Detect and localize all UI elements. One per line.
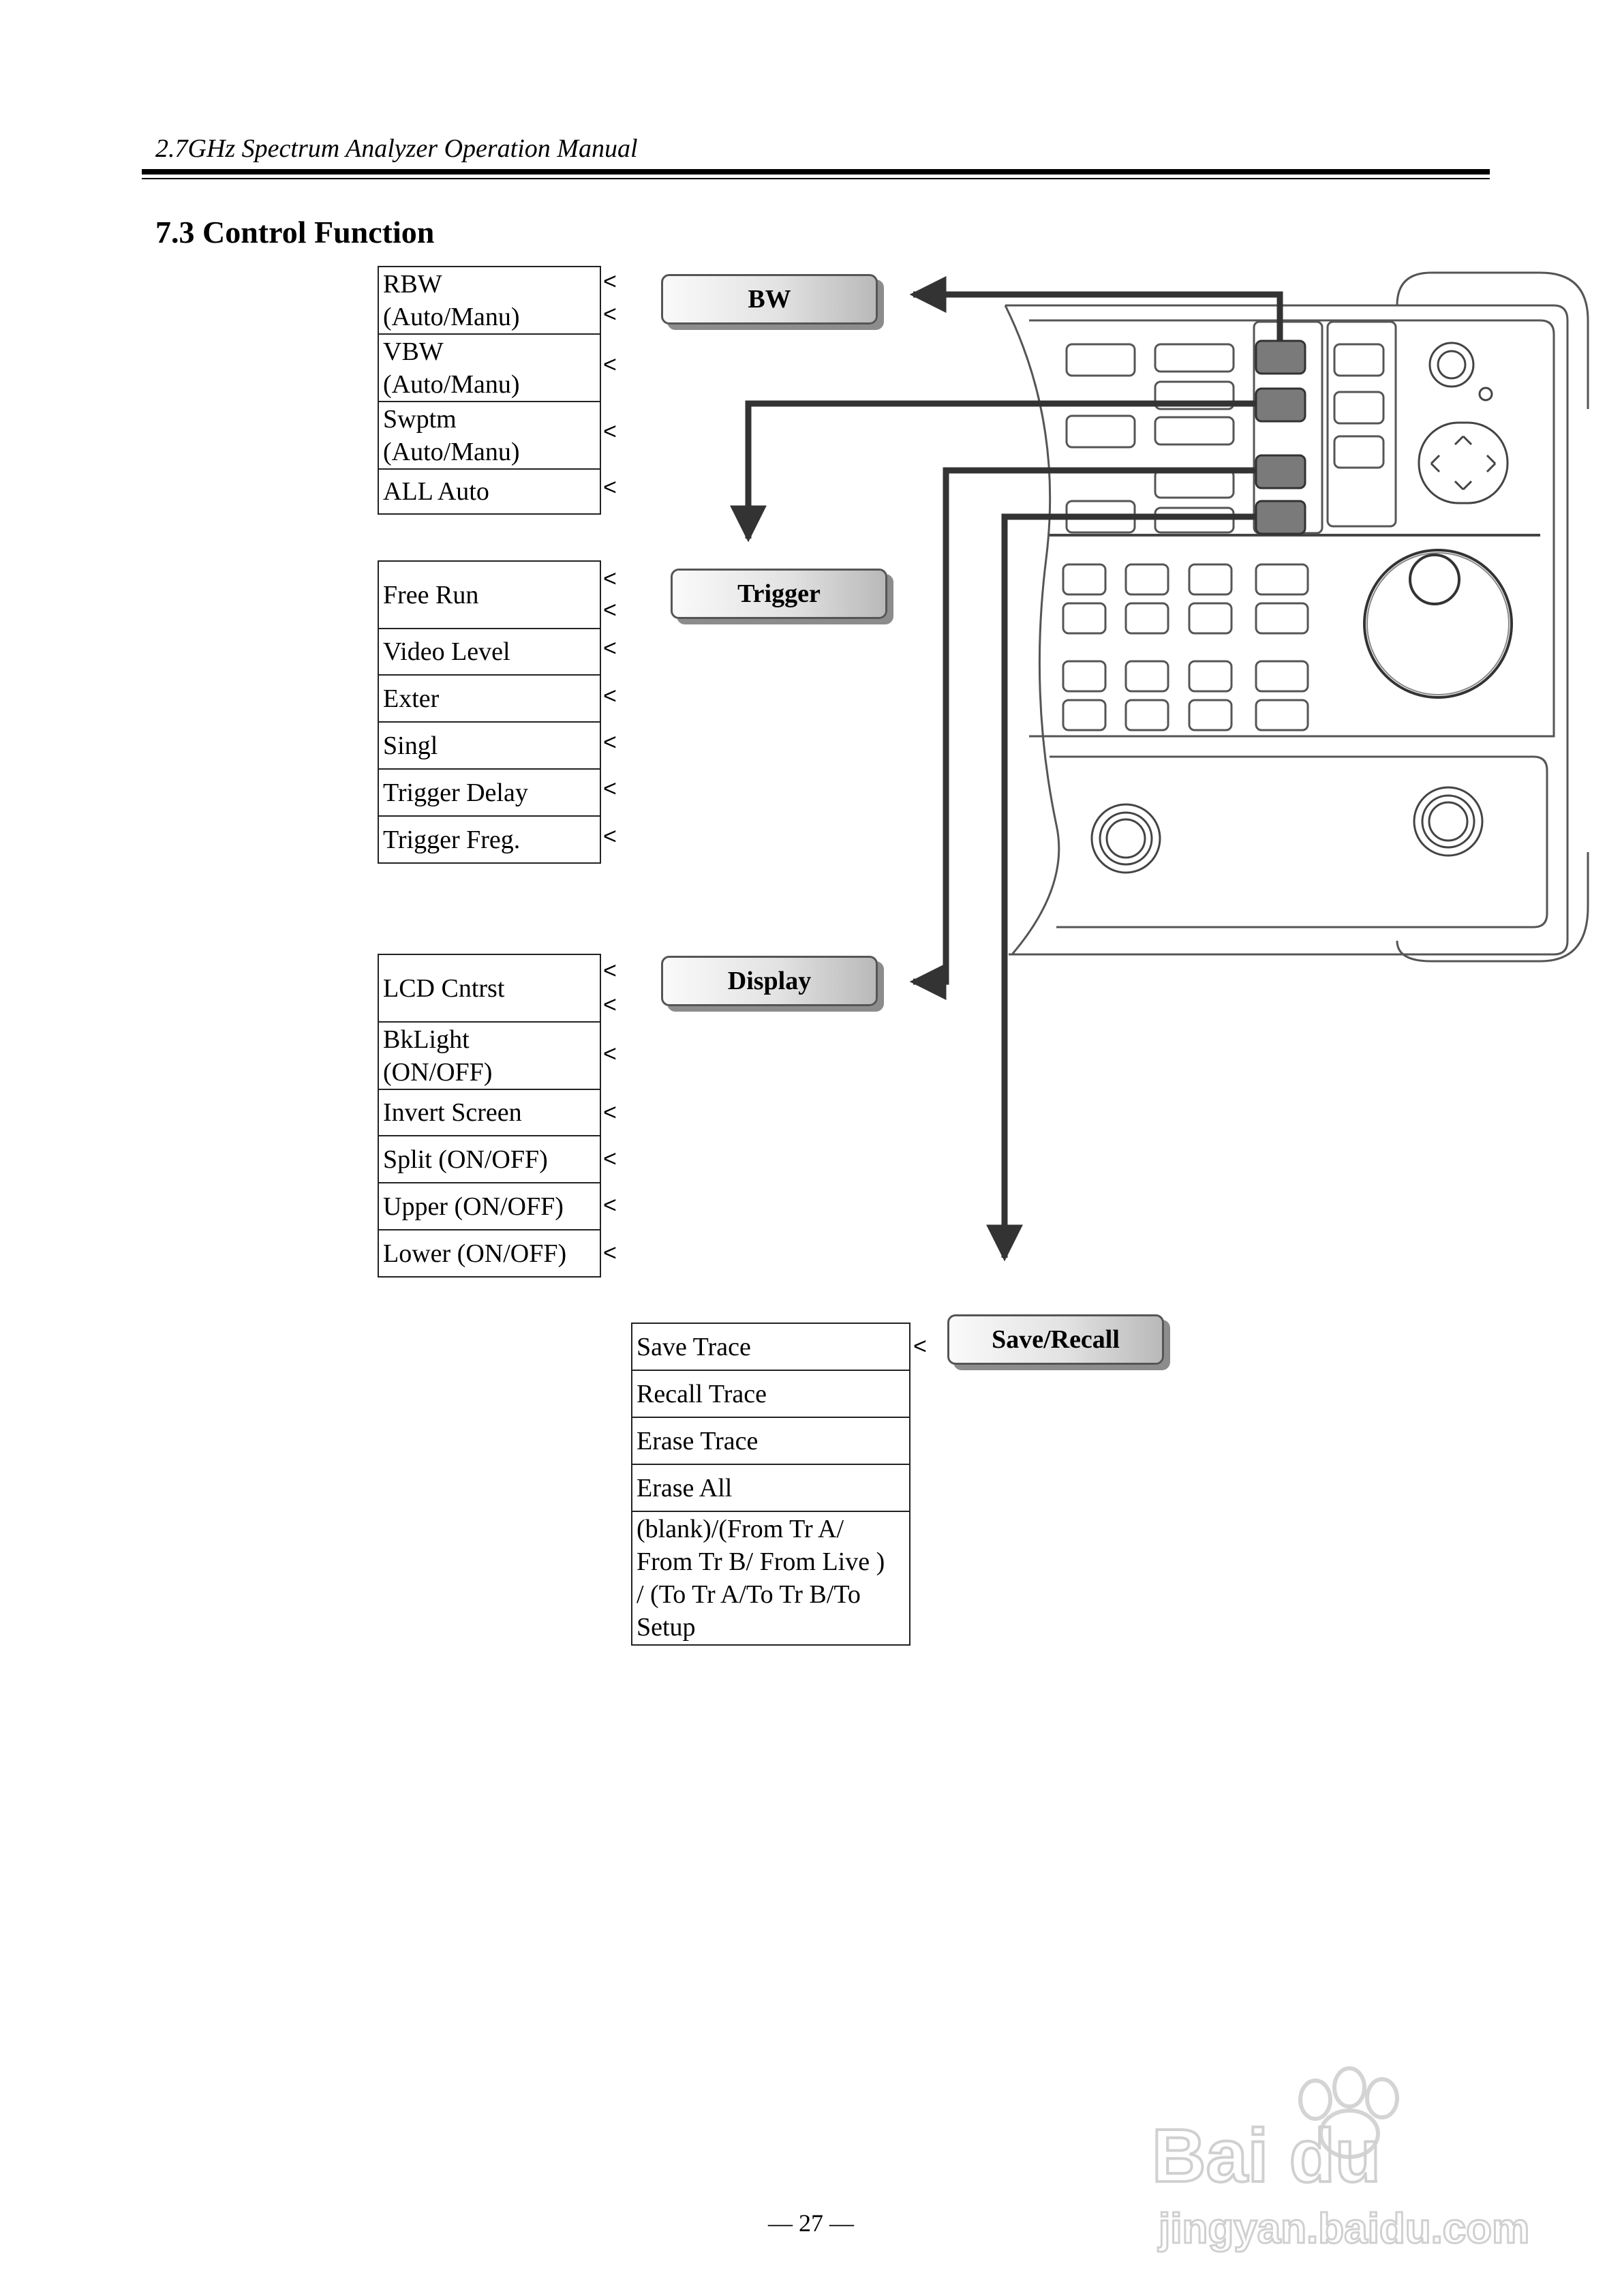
section-title: 7.3 Control Function: [155, 215, 435, 250]
softkey-marker: <: [603, 1146, 617, 1172]
bw-menu-item[interactable]: Swptm (Auto/Manu): [378, 402, 601, 470]
display-menu-item[interactable]: Lower (ON/OFF): [378, 1230, 601, 1278]
baidu-watermark: Bai du jingyan.baidu.com: [1150, 2066, 1531, 2254]
display-menu-item[interactable]: Upper (ON/OFF): [378, 1183, 601, 1230]
softkey-marker: <: [603, 566, 617, 592]
display-menu-item[interactable]: Split (ON/OFF): [378, 1136, 601, 1183]
trigger-menu-item[interactable]: Exter: [378, 676, 601, 723]
watermark-brand: Bai du: [1152, 2114, 1381, 2198]
softkey-marker: <: [603, 597, 617, 623]
softkey-marker: <: [913, 1333, 927, 1359]
softkey-marker: <: [603, 729, 617, 755]
save-recall-menu-item[interactable]: Save Trace: [631, 1324, 911, 1371]
display-menu-item[interactable]: Invert Screen: [378, 1090, 601, 1136]
display-menu-item[interactable]: BkLight (ON/OFF): [378, 1023, 601, 1090]
softkey-marker: <: [603, 419, 617, 444]
trigger-menu-item[interactable]: Trigger Delay: [378, 770, 601, 817]
trigger-menu-item[interactable]: Trigger Freg.: [378, 817, 601, 864]
softkey-marker: <: [603, 1240, 617, 1266]
header-rule: [142, 169, 1490, 175]
trigger-key[interactable]: Trigger: [671, 569, 887, 619]
save-recall-menu-item[interactable]: Recall Trace: [631, 1371, 911, 1418]
save-recall-menu-item[interactable]: Erase Trace: [631, 1418, 911, 1465]
softkey-marker: <: [603, 635, 617, 661]
save-recall-menu-item[interactable]: (blank)/(From Tr A/ From Tr B/ From Live…: [631, 1512, 911, 1646]
bw-menu-item[interactable]: ALL Auto: [378, 470, 601, 515]
display-menu-table: LCD Cntrst BkLight (ON/OFF) Invert Scree…: [378, 954, 601, 1278]
softkey-marker: <: [603, 776, 617, 802]
display-menu-item[interactable]: LCD Cntrst: [378, 955, 601, 1023]
softkey-marker: <: [603, 474, 617, 500]
page-number: — 27 —: [768, 2209, 854, 2237]
softkey-marker: <: [603, 824, 617, 849]
softkey-marker: <: [603, 1100, 617, 1126]
softkey-marker: <: [603, 958, 617, 984]
bw-key[interactable]: BW: [661, 274, 878, 324]
display-key[interactable]: Display: [661, 956, 878, 1006]
bw-menu-table: RBW (Auto/Manu) VBW (Auto/Manu) Swptm (A…: [378, 266, 601, 515]
save-recall-menu-item[interactable]: Erase All: [631, 1465, 911, 1512]
softkey-marker: <: [603, 683, 617, 709]
watermark-url: jingyan.baidu.com: [1158, 2205, 1529, 2252]
softkey-marker: <: [603, 1041, 617, 1067]
trigger-menu-table: Free Run Video Level Exter Singl Trigger…: [378, 560, 601, 864]
softkey-marker: <: [603, 301, 617, 327]
trigger-menu-item[interactable]: Video Level: [378, 629, 601, 676]
trigger-menu-item[interactable]: Free Run: [378, 562, 601, 629]
softkey-marker: <: [603, 352, 617, 378]
header-rule-thin: [142, 178, 1490, 179]
softkey-marker: <: [603, 269, 617, 294]
softkey-marker: <: [603, 1192, 617, 1218]
header-title: 2.7GHz Spectrum Analyzer Operation Manua…: [155, 134, 638, 163]
trigger-menu-item[interactable]: Singl: [378, 723, 601, 770]
bw-menu-item[interactable]: VBW (Auto/Manu): [378, 335, 601, 402]
save-recall-menu-table: Save Trace Recall Trace Erase Trace Eras…: [631, 1323, 911, 1646]
softkey-marker: <: [603, 992, 617, 1018]
bw-menu-item[interactable]: RBW (Auto/Manu): [378, 267, 601, 335]
save-recall-key[interactable]: Save/Recall: [947, 1314, 1164, 1365]
